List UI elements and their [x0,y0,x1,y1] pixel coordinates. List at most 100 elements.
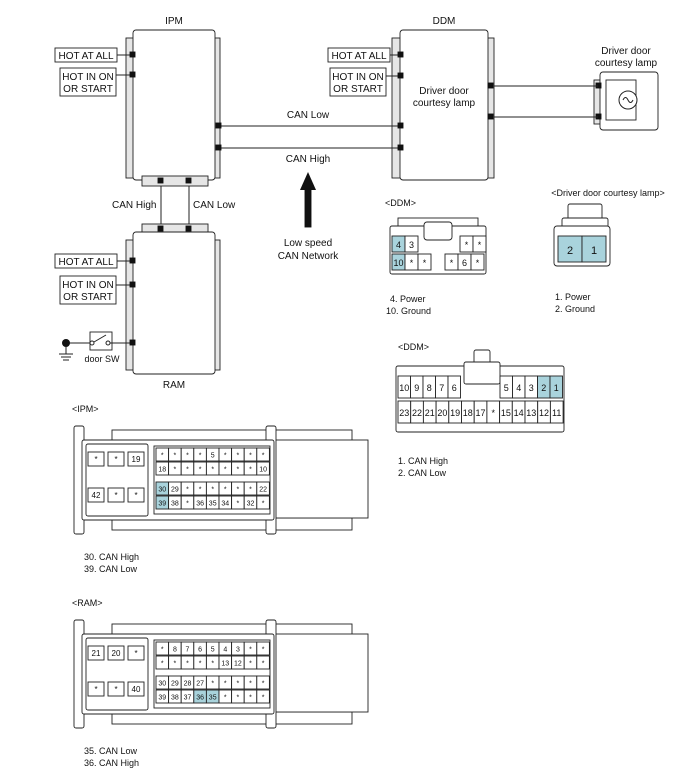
ddm-large-pin-label: * [491,408,495,418]
ipm-conn-large-pin [87,451,105,467]
ram-conn-pin-label: 28 [184,681,192,688]
ddm-small-pin-label: * [465,240,469,250]
ram-conn-pin-label: * [224,681,227,688]
lamp-filament-icon [622,97,634,103]
ram-conn-pin-label: * [224,695,227,702]
ddm-small-pin-label: * [423,258,427,268]
ddm-small-pin-label: * [478,240,482,250]
ground-icon [62,339,70,347]
pin-terminal [487,82,494,89]
ram-conn-pin-label: 38 [171,695,179,702]
ipm-conn-pin-label: * [186,467,189,474]
ipm-conn-pin-label: * [211,487,214,494]
ram-conn-pin-label: 37 [184,695,192,702]
ddm-large-pin-label: 2 [541,383,546,393]
ram-conn-large-pin [87,681,105,697]
hot-at-all-label: HOT AT ALL [331,51,386,62]
ipm-conn-large-pin [127,487,145,503]
ddm-large-pin-label: 3 [529,383,534,393]
ddm-large-title: <DDM> [398,342,429,352]
ipm-conn-pin-label: 35 [209,501,217,508]
ram-conn-pin [256,655,270,670]
ram-conn-pin-label: * [161,647,164,654]
ipm-conn-right-housing [271,439,369,519]
lamp-conn-pin-label: 2 [567,245,573,257]
can-low-label: CAN Low [287,110,330,121]
ddm-large-pin [549,400,564,424]
ddm-small-pin-label: * [410,258,414,268]
ram-conn-pin-label: 35 [209,695,217,702]
ipm-conn-pin-label: * [199,453,202,460]
ipm-conn-pin-label: * [237,487,240,494]
ipm-conn-pin-label: * [186,453,189,460]
ddm-small-note: 4. Power [390,294,426,304]
ram-conn-large-pin [107,681,125,697]
ipm-conn-pin-label: * [186,501,189,508]
ram-conn-large-pin [127,645,145,661]
ddm-small-pin-label: 6 [462,258,467,268]
ddm-large-pin-label: 23 [399,408,409,418]
ram-conn-pin-label: * [249,695,252,702]
ram-conn-pin-label: 30 [158,681,166,688]
lamp-conn-pin [581,235,607,263]
can-high-label: CAN High [286,154,330,165]
pin-terminal [215,122,222,129]
ddm-small-pin-label: 10 [393,258,403,268]
ram-title: RAM [163,380,185,391]
ipm-conn-large-pin [107,487,125,503]
hot-in-on-label: HOT IN ON [332,72,383,83]
ram-conn-pin-label: * [237,681,240,688]
ddm-small-pin-label: 4 [396,240,401,250]
ram-conn-pin-label: * [249,661,252,668]
ipm-conn-pin-label: * [249,467,252,474]
pin-terminal [215,144,222,151]
ram-conn-pin [256,689,270,704]
ddm-large-pin-label: 18 [463,408,473,418]
ram-conn-pin-label: 3 [236,647,240,654]
pin-terminal [397,72,404,79]
ram-conn-pin-label: * [94,685,97,694]
ipm-conn-pin-label: 29 [171,487,179,494]
ddm-small-pin-label: 3 [409,240,414,250]
ipm-conn-pin-label: * [237,467,240,474]
ipm-conn-large-pin [127,451,145,467]
ipm-module-box [132,29,216,181]
ddm-small-pin [470,253,485,271]
ram-conn-pin [256,641,270,656]
ddm-large-pin-label: 15 [501,408,511,418]
lamp-conn-title: <Driver door courtesy lamp> [551,188,665,198]
ram-conn-pin-label: 20 [112,649,121,658]
ipm-conn-pin-label: * [262,453,265,460]
ram-conn-pin-label: 39 [158,695,166,702]
switch-lever [93,334,107,343]
ddm-small-pin [472,235,487,253]
can-low-vertical-label: CAN Low [193,200,236,211]
ipm-conn-pin-label: * [224,467,227,474]
ram-conn-pin-label: 40 [132,685,141,694]
ram-conn-pin-label: * [199,661,202,668]
ddm-large-note: 2. CAN Low [398,468,447,478]
ipm-conn-title: <IPM> [72,404,99,414]
ram-conn-pin-label: 29 [171,681,179,688]
ddm-large-pin-label: 12 [539,408,549,418]
ram-module-box [132,231,216,375]
ipm-conn-pin-label: 19 [132,455,141,464]
ram-conn-right-housing [271,633,369,713]
hot-in-on-box [329,67,387,97]
ram-conn-pin-label: 8 [173,647,177,654]
ram-conn-pin-label: * [211,681,214,688]
ddm-large-pin-label: 5 [504,383,509,393]
ipm-conn-pin-label: 32 [247,501,255,508]
ipm-conn-pin-label: * [161,453,164,460]
ram-conn-pin-label: * [249,681,252,688]
ddm-large-pin-label: 8 [427,383,432,393]
ram-conn-pin-label: * [262,681,265,688]
ddm-small-key [423,221,453,241]
ram-conn-pin-label: 13 [221,661,229,668]
ddm-large-pin-label: 17 [475,408,485,418]
network-label: Low speed [284,238,332,249]
ipm-conn-pin-label: * [199,487,202,494]
ram-conn-large-pin [107,645,125,661]
